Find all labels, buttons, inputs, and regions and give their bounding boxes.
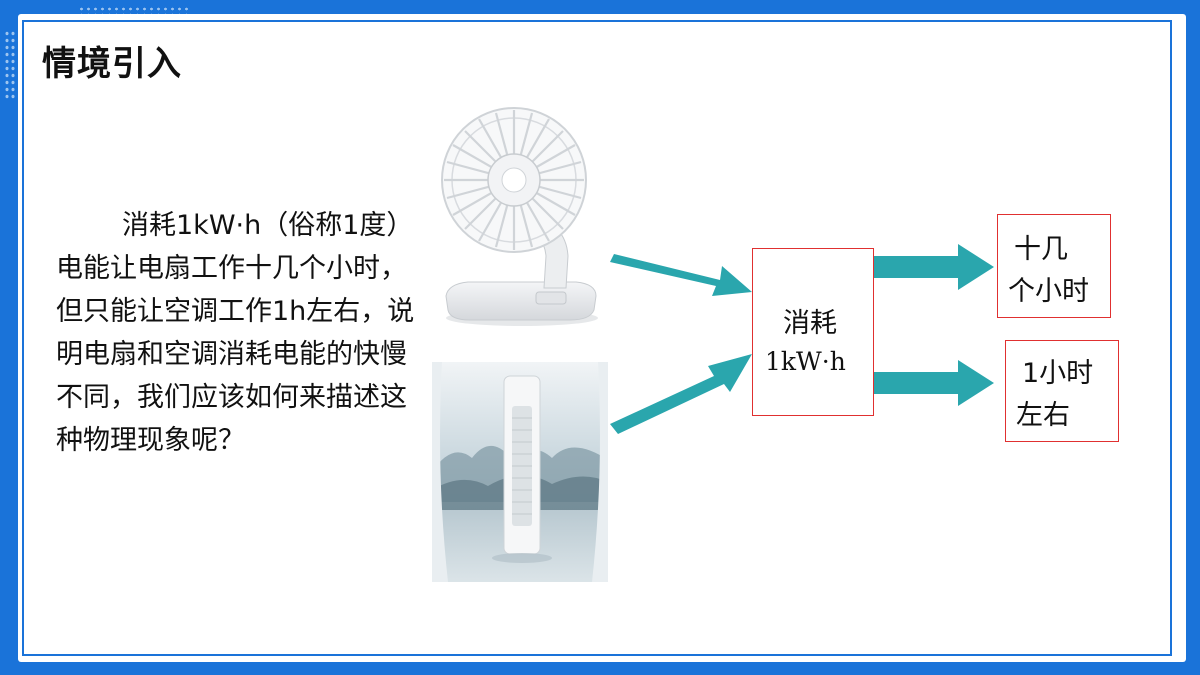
fan-result-line2: 个小时	[1008, 276, 1089, 307]
slide-title: 情境引入	[42, 44, 182, 84]
decorative-dots-left	[4, 30, 16, 100]
arrow-energy-to-fan-result	[872, 244, 994, 290]
arrow-ac-to-energy	[610, 354, 752, 434]
energy-consumption-box: 消耗 1kW·h	[752, 248, 874, 416]
center-label-line1: 消耗	[783, 308, 837, 339]
fan-result-box: 十几 个小时	[997, 214, 1111, 318]
ac-result-line1: 1小时	[1022, 358, 1094, 389]
air-conditioner-image	[432, 362, 608, 582]
ac-result-line2: 左右	[1016, 400, 1070, 431]
intro-paragraph: 消耗1kW·h（俗称1度）电能让电扇工作十几个小时， 但只能让空调工作1h左右，…	[56, 210, 415, 456]
arrow-energy-to-ac-result	[872, 360, 994, 406]
center-label-line2: 1kW·h	[765, 347, 846, 376]
slide-border	[22, 20, 1172, 656]
ac-result-box: 1小时 左右	[1005, 340, 1119, 442]
arrow-fan-to-energy	[610, 254, 752, 296]
fan-result-line1: 十几	[1014, 234, 1068, 265]
desk-fan-image	[441, 107, 598, 326]
